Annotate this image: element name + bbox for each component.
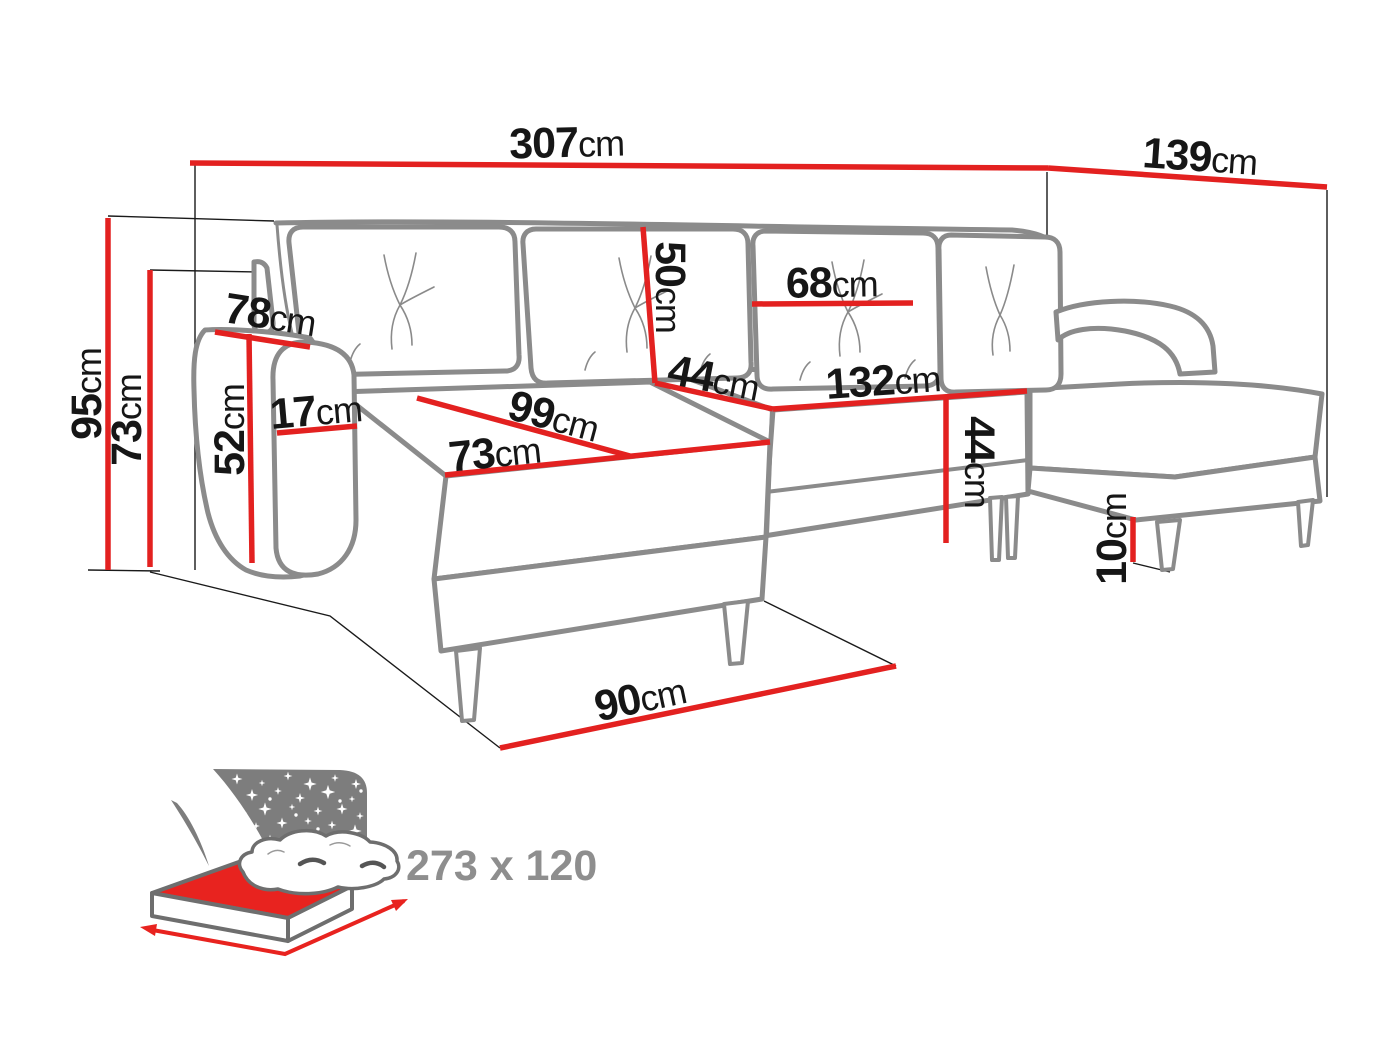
dim-seat-depth-label: 44cm (664, 346, 763, 411)
middle-seat-seam (764, 458, 1030, 494)
leg-front-left (454, 646, 482, 723)
dim-arm-width-label: 17cm (268, 383, 364, 439)
dim-seat-depth-line (654, 380, 774, 412)
extension-line-95-bottom (87, 569, 161, 572)
dim-height-backrest-label: 73cm (103, 374, 151, 466)
dim-arm-height-label: 52cm (206, 384, 254, 476)
right-chaise-front-face (1025, 454, 1323, 523)
dim-chaise-floor-length-line (499, 663, 897, 751)
dim-arm-depth-label: 78cm (221, 284, 319, 346)
extension-line-73-top (149, 269, 259, 273)
sofa-legs (454, 494, 1315, 723)
sofa-backrest-top-edge (273, 219, 1057, 247)
dim-chaise-width-line (444, 439, 771, 478)
leg-middle-pair-b (1004, 494, 1020, 560)
dim-depth-total-label: 139cm (1141, 129, 1259, 185)
leg-chaise-left (1155, 518, 1182, 572)
moon-crescent-icon (171, 800, 209, 866)
dim-middle-seat-width-line (772, 388, 1028, 412)
back-cushion-1 (286, 224, 522, 378)
dim-width-total-line (189, 160, 1049, 171)
mattress-side-face (286, 884, 354, 943)
dim-arm-depth-line (214, 329, 311, 350)
leg-front-middle (722, 599, 750, 666)
bed-duvet-icon (237, 828, 401, 896)
dim-height-total-label: 95cm (63, 348, 111, 440)
dim-width-total-label: 307cm (509, 118, 625, 169)
dim-arm-height-line (246, 333, 255, 564)
dim-seat-height-label: 44cm (955, 416, 1003, 508)
dim-chaise-width-label: 73cm (446, 424, 542, 481)
dim-back-cushion-width-line (751, 300, 914, 307)
left-arm-front-face (270, 339, 359, 578)
leg-chaise-right (1296, 498, 1315, 548)
sofa-backrest-left-edge (275, 223, 294, 335)
dim-chaise-depth-line (416, 395, 631, 459)
dim-chaise-floor-length-label: 90cm (590, 665, 690, 731)
extension-line-95-top (107, 215, 275, 222)
floor-line-left (149, 571, 501, 749)
dimension-lines (105, 160, 1328, 751)
leg-middle-pair-a (988, 495, 1004, 562)
cushion-tuft-creases (349, 252, 1015, 381)
dim-arm-width-line (276, 423, 358, 436)
dimension-labels: 307cm 139cm 95cm 73cm 78cm 52cm 17cm 99c… (63, 118, 1259, 732)
sleeping-area-icon: 273 x 120 (140, 769, 597, 957)
sleeping-area-size-label: 273 x 120 (406, 842, 597, 890)
bed-dimension-arrows-icon (140, 899, 408, 957)
dim-back-cushion-height-label: 50cm (646, 241, 694, 333)
dim-leg-height-label: 10cm (1088, 493, 1136, 585)
dim-middle-seat-width-label: 132cm (824, 353, 942, 409)
dim-back-cushion-width-label: 68cm (785, 258, 878, 308)
dim-depth-total-line (1047, 165, 1328, 190)
sofa-drawing (191, 219, 1325, 723)
right-chaise-top-face (1027, 379, 1325, 480)
left-chaise-corner-edge (765, 407, 774, 537)
left-chaise-base (431, 534, 769, 654)
right-arm (1053, 298, 1218, 377)
dim-back-cushion-height-line (640, 226, 658, 384)
floor-line-right (763, 600, 897, 667)
